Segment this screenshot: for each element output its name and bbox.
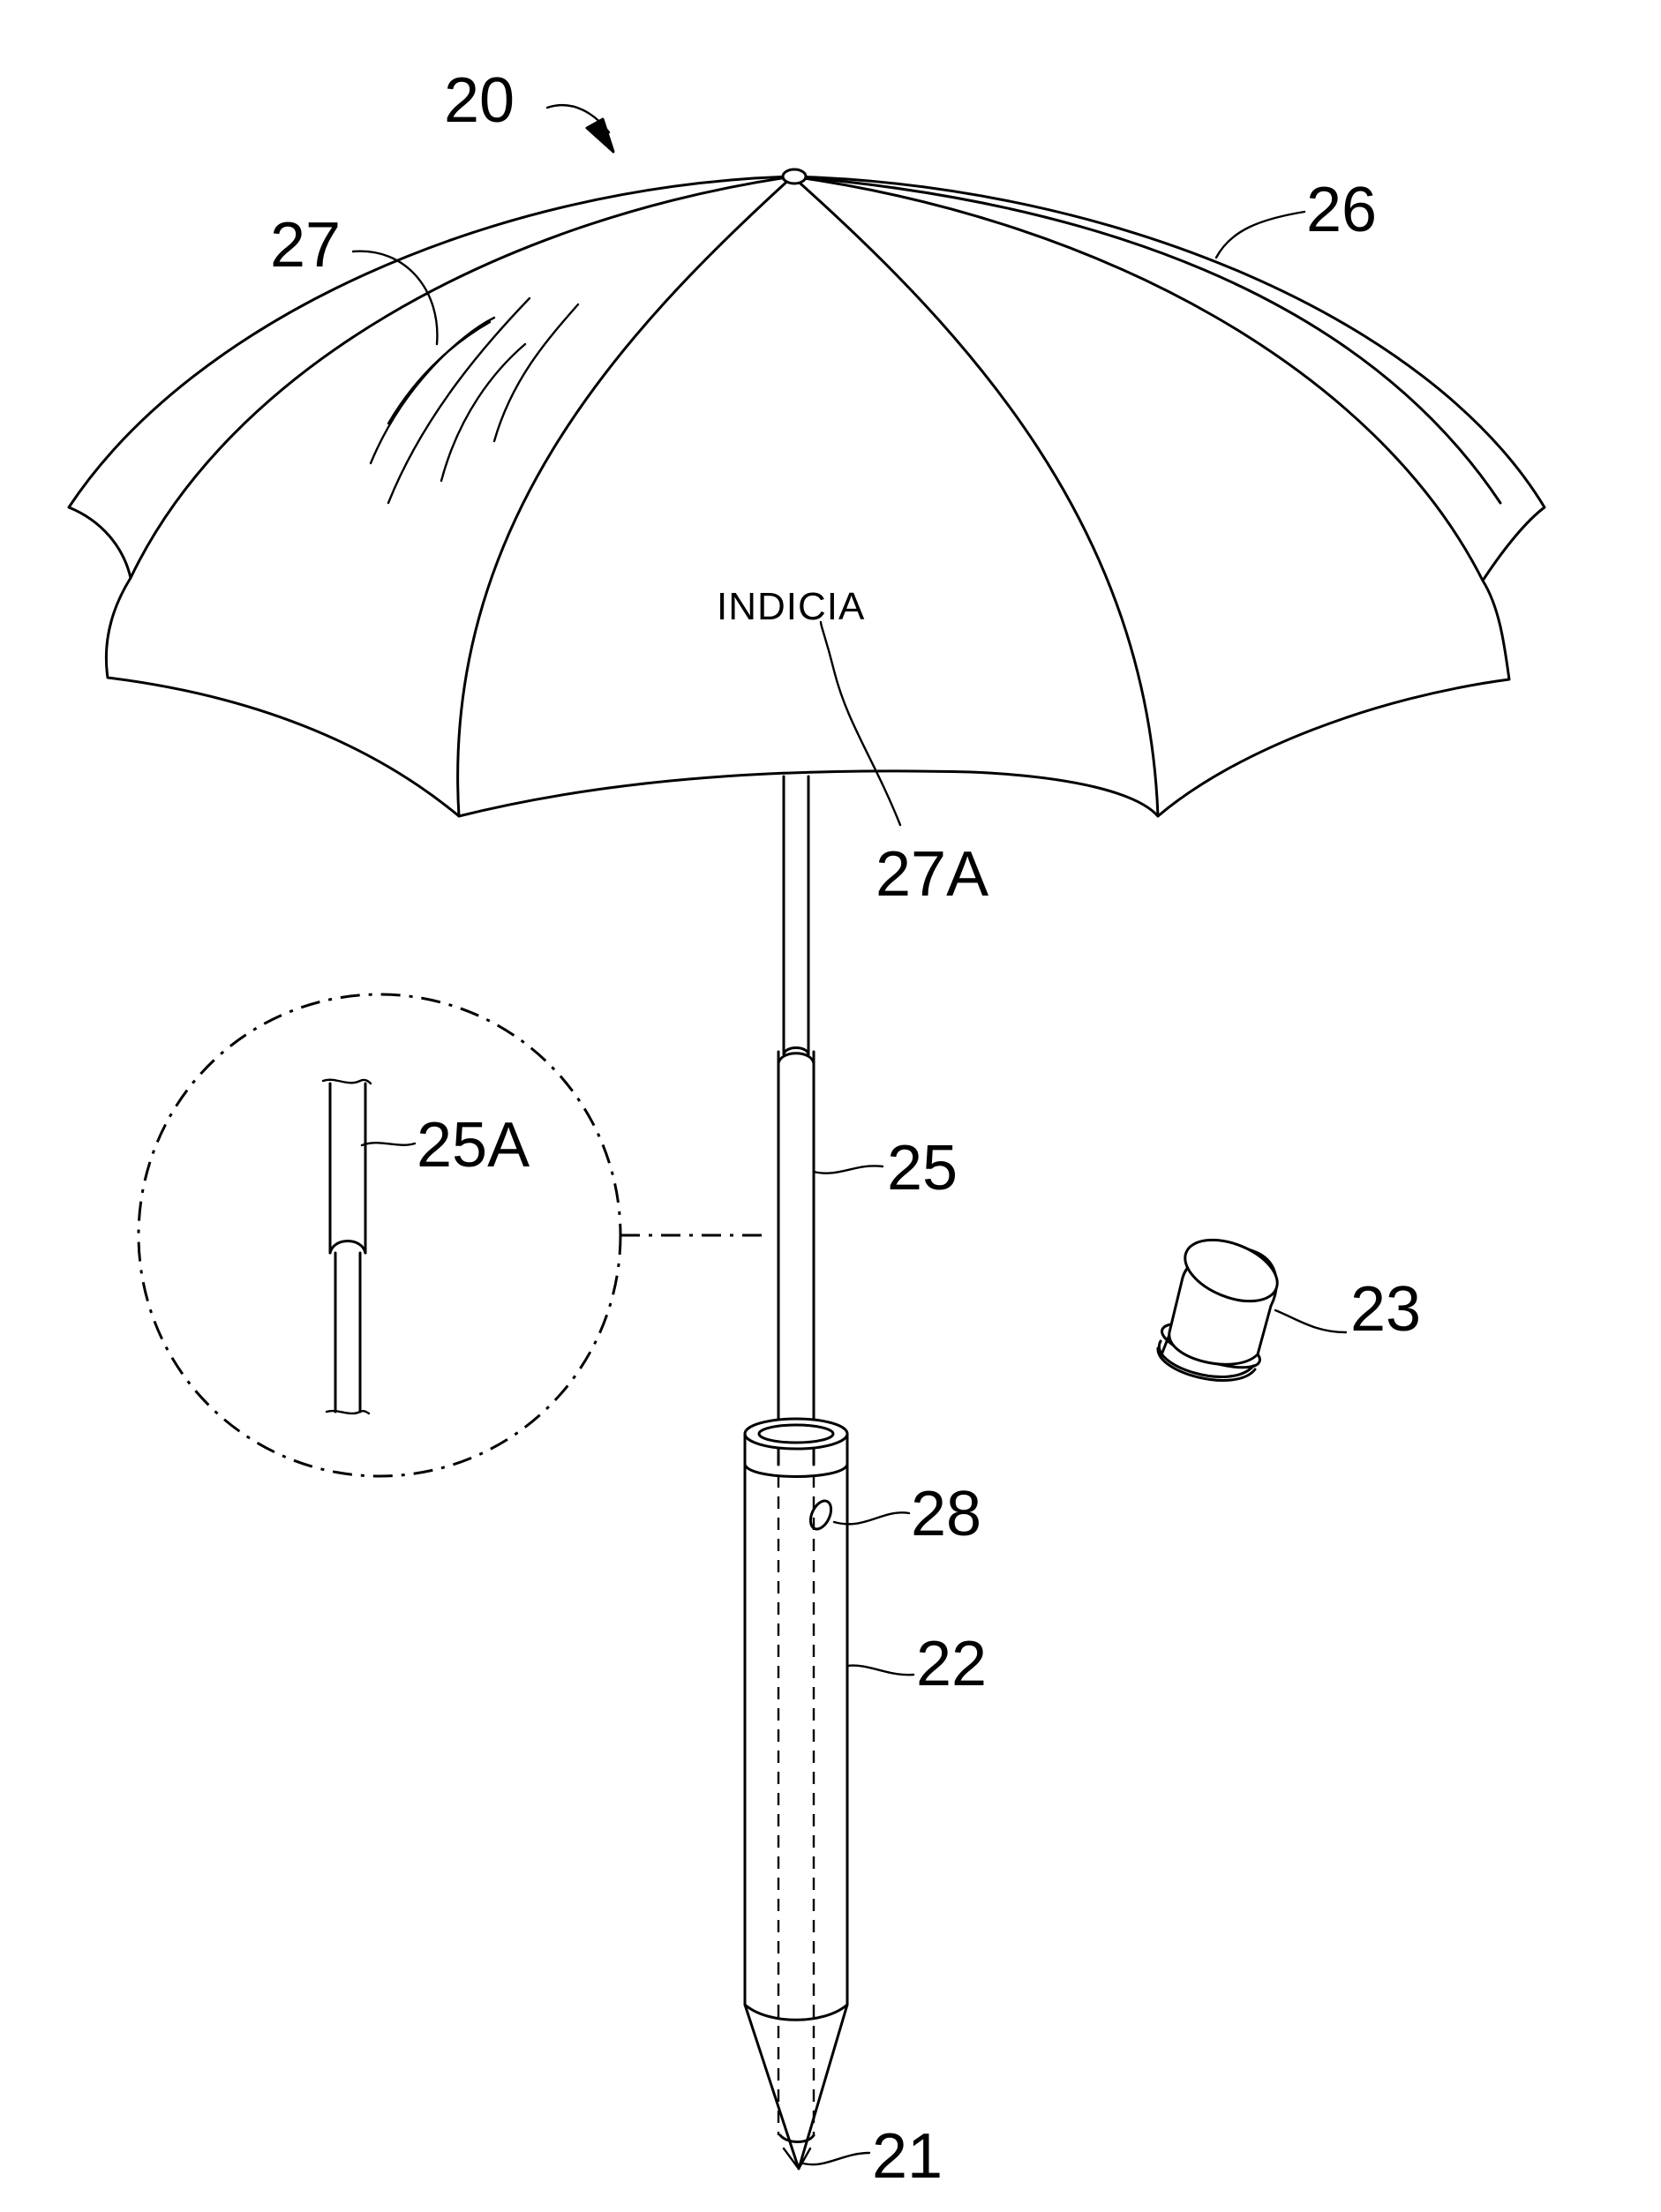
upper-pole [782,775,810,1056]
label-pole: 25 [887,1133,958,1203]
sleeve-hole [808,1499,833,1531]
label-tip: 21 [872,2121,943,2192]
canopy-rib [456,175,794,818]
label-cap: 23 [1350,1274,1421,1345]
canopy-rib [791,175,1160,818]
label-hole: 28 [911,1479,981,1549]
label-assembly: 20 [444,65,515,136]
sleeve [743,1417,849,2135]
sleeve-tip [743,2003,849,2171]
leader-lines [351,103,1348,2166]
label-graphic: 27 [270,210,341,281]
indicia-text: INDICIA [717,585,865,628]
end-cap [1156,1238,1279,1382]
canopy-finial [781,168,808,185]
graphic-strokes [369,296,580,505]
reference-labels: 20 26 27 27A 25A 25 23 28 22 21 [270,65,1421,2192]
label-sleeve: 22 [916,1629,987,1699]
canopy-outline [67,175,1546,818]
lower-pole [777,1050,815,1466]
canopy-rib [791,175,1484,582]
label-detail: 25A [417,1110,530,1181]
detail-circle [137,993,622,1478]
canopy-rib [129,175,794,580]
label-canopy: 26 [1306,175,1377,245]
canopy-rib [791,175,1502,505]
canopy [67,168,1546,818]
label-indicia-ref: 27A [876,839,988,910]
detail-view [137,993,768,1478]
